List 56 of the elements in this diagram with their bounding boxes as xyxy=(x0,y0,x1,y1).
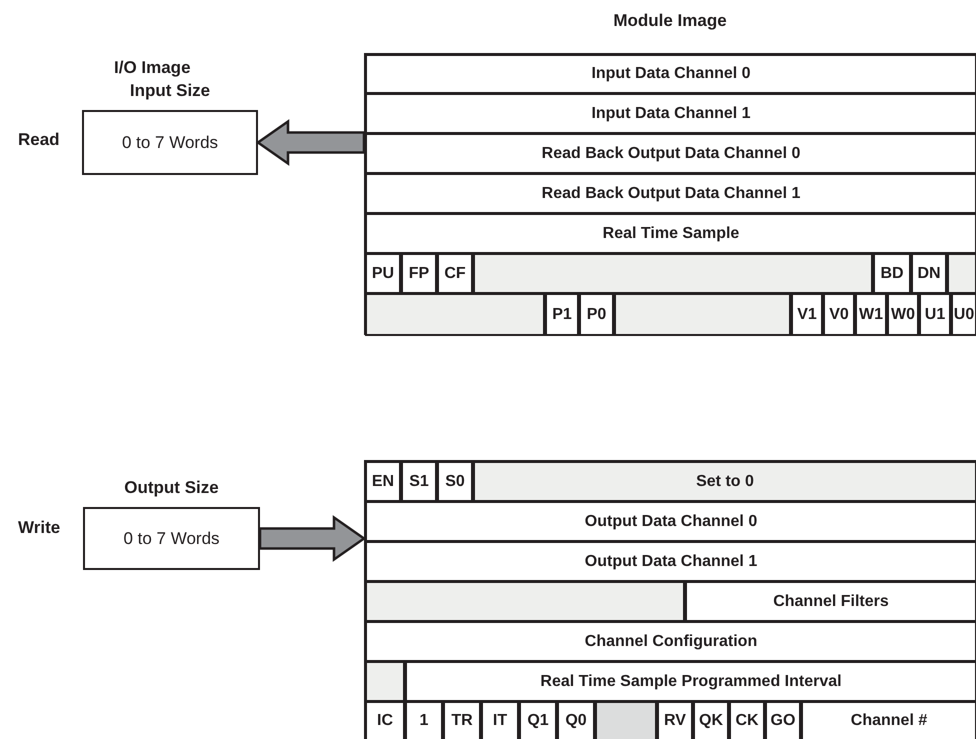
bit-field: FP xyxy=(401,253,437,294)
bit-field: S1 xyxy=(401,461,437,502)
bit-field: V0 xyxy=(823,293,855,336)
bit-field: P0 xyxy=(579,293,614,336)
bit-field: W0 xyxy=(887,293,919,336)
bit-field: V1 xyxy=(791,293,823,336)
word-field: Real Time Sample xyxy=(365,213,976,254)
word-field: Input Data Channel 0 xyxy=(365,54,976,94)
bit-field: RV xyxy=(657,701,693,739)
bit-field: Q1 xyxy=(519,701,557,739)
word-field: Channel # xyxy=(801,701,976,739)
bit-field: GO xyxy=(765,701,801,739)
row-label: Read xyxy=(18,130,60,150)
bit-field: PU xyxy=(365,253,401,294)
unused-field xyxy=(473,253,873,294)
bit-field: BD xyxy=(873,253,911,294)
output-image-table xyxy=(364,460,976,739)
box-heading: Input Size xyxy=(130,81,210,101)
bit-field: W1 xyxy=(855,293,887,336)
unused-field xyxy=(595,701,657,739)
word-field: Real Time Sample Programmed Interval xyxy=(405,661,976,702)
table-heading: Module Image xyxy=(613,11,727,31)
unused-field xyxy=(365,293,545,336)
heading: I/O Image xyxy=(114,58,191,78)
bit-field: U1 xyxy=(919,293,951,336)
bit-field: EN xyxy=(365,461,401,502)
bit-field: IT xyxy=(481,701,519,739)
bit-field: 1 xyxy=(405,701,443,739)
unused-field xyxy=(947,253,976,294)
bit-field: CK xyxy=(729,701,765,739)
block-arrow xyxy=(256,119,366,166)
unused-field xyxy=(365,661,405,702)
row-label: Write xyxy=(18,518,60,538)
bit-field: DN xyxy=(911,253,947,294)
word-field: Read Back Output Data Channel 0 xyxy=(365,133,976,174)
bit-field: S0 xyxy=(437,461,473,502)
word-field: Output Data Channel 1 xyxy=(365,541,976,582)
size-text: 0 to 7 Words xyxy=(120,132,220,152)
word-field: Output Data Channel 0 xyxy=(365,501,976,542)
bit-field: TR xyxy=(443,701,481,739)
word-field: Channel Configuration xyxy=(365,621,976,662)
unused-field xyxy=(365,581,685,622)
unused-field xyxy=(614,293,791,336)
word-field: Set to 0 xyxy=(473,461,976,502)
bit-field: P1 xyxy=(545,293,579,336)
word-field: Input Data Channel 1 xyxy=(365,93,976,134)
block-arrow xyxy=(258,515,366,562)
size-text: 0 to 7 Words xyxy=(122,528,221,548)
box-heading: Output Size xyxy=(124,478,219,498)
bit-field: CF xyxy=(437,253,473,294)
word-field: Channel Filters xyxy=(685,581,976,622)
bit-field: Q0 xyxy=(557,701,595,739)
bit-field: QK xyxy=(693,701,729,739)
bit-field: U0 xyxy=(951,293,976,336)
word-field: Read Back Output Data Channel 1 xyxy=(365,173,976,214)
bit-field: IC xyxy=(365,701,405,739)
